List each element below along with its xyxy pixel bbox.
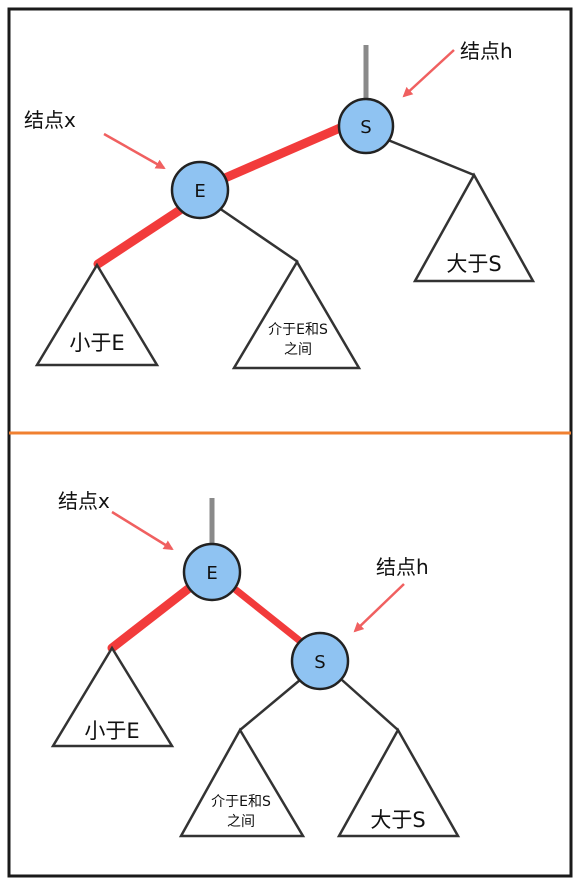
bottom-link-s-right [341,679,399,731]
top-node-s-label: S [360,117,371,138]
top-arrow-node-h [402,49,455,98]
bottom-node-s-label: S [314,652,325,673]
top-subtree-less-label: 小于E [69,331,124,355]
bottom-label-node-x: 结点x [58,489,110,513]
top-red-link-e-left [93,205,185,269]
bottom-red-link-e-s [232,586,304,645]
bottom-arrow-node-x [111,510,174,551]
top-red-link-s-e [220,123,345,183]
bottom-panel: 小于E 介于E和S 之间 大于S E S 结点x 结点h [50,489,461,838]
bottom-label-node-h: 结点h [376,555,429,579]
bottom-arrow-node-h [353,583,405,633]
top-subtree-greater [412,172,536,283]
top-label-node-h: 结点h [460,39,513,63]
bottom-subtree-less [50,645,175,748]
top-subtree-between-label-line1: 介于E和S [268,322,328,338]
top-arrow-node-x [103,132,166,170]
bottom-node-e [182,542,242,602]
bottom-subtree-between-label-line1: 介于E和S [211,794,271,810]
bottom-subtree-between [178,727,306,838]
bottom-node-s [290,631,350,691]
top-node-e [170,160,230,220]
bottom-red-link-e-left [107,584,193,653]
bottom-link-s-middle [239,679,301,731]
bottom-subtree-less-label: 小于E [84,719,139,743]
top-subtree-between [231,259,362,370]
bottom-subtree-between-label-line2: 之间 [227,814,255,830]
top-link-s-right [387,138,475,177]
top-subtree-greater-label: 大于S [446,252,501,276]
top-node-e-label: E [194,181,205,202]
top-subtree-less [34,262,160,367]
top-label-node-x: 结点x [24,108,76,132]
top-node-s [337,97,395,155]
top-panel: 小于E 介于E和S 之间 大于S S E 结点x 结点h [24,39,536,370]
top-link-e-middle [218,206,299,264]
bottom-subtree-greater [336,727,461,838]
bottom-subtree-greater-label: 大于S [370,808,425,832]
bottom-node-e-label: E [206,563,217,584]
top-subtree-between-label-line2: 之间 [284,342,312,358]
